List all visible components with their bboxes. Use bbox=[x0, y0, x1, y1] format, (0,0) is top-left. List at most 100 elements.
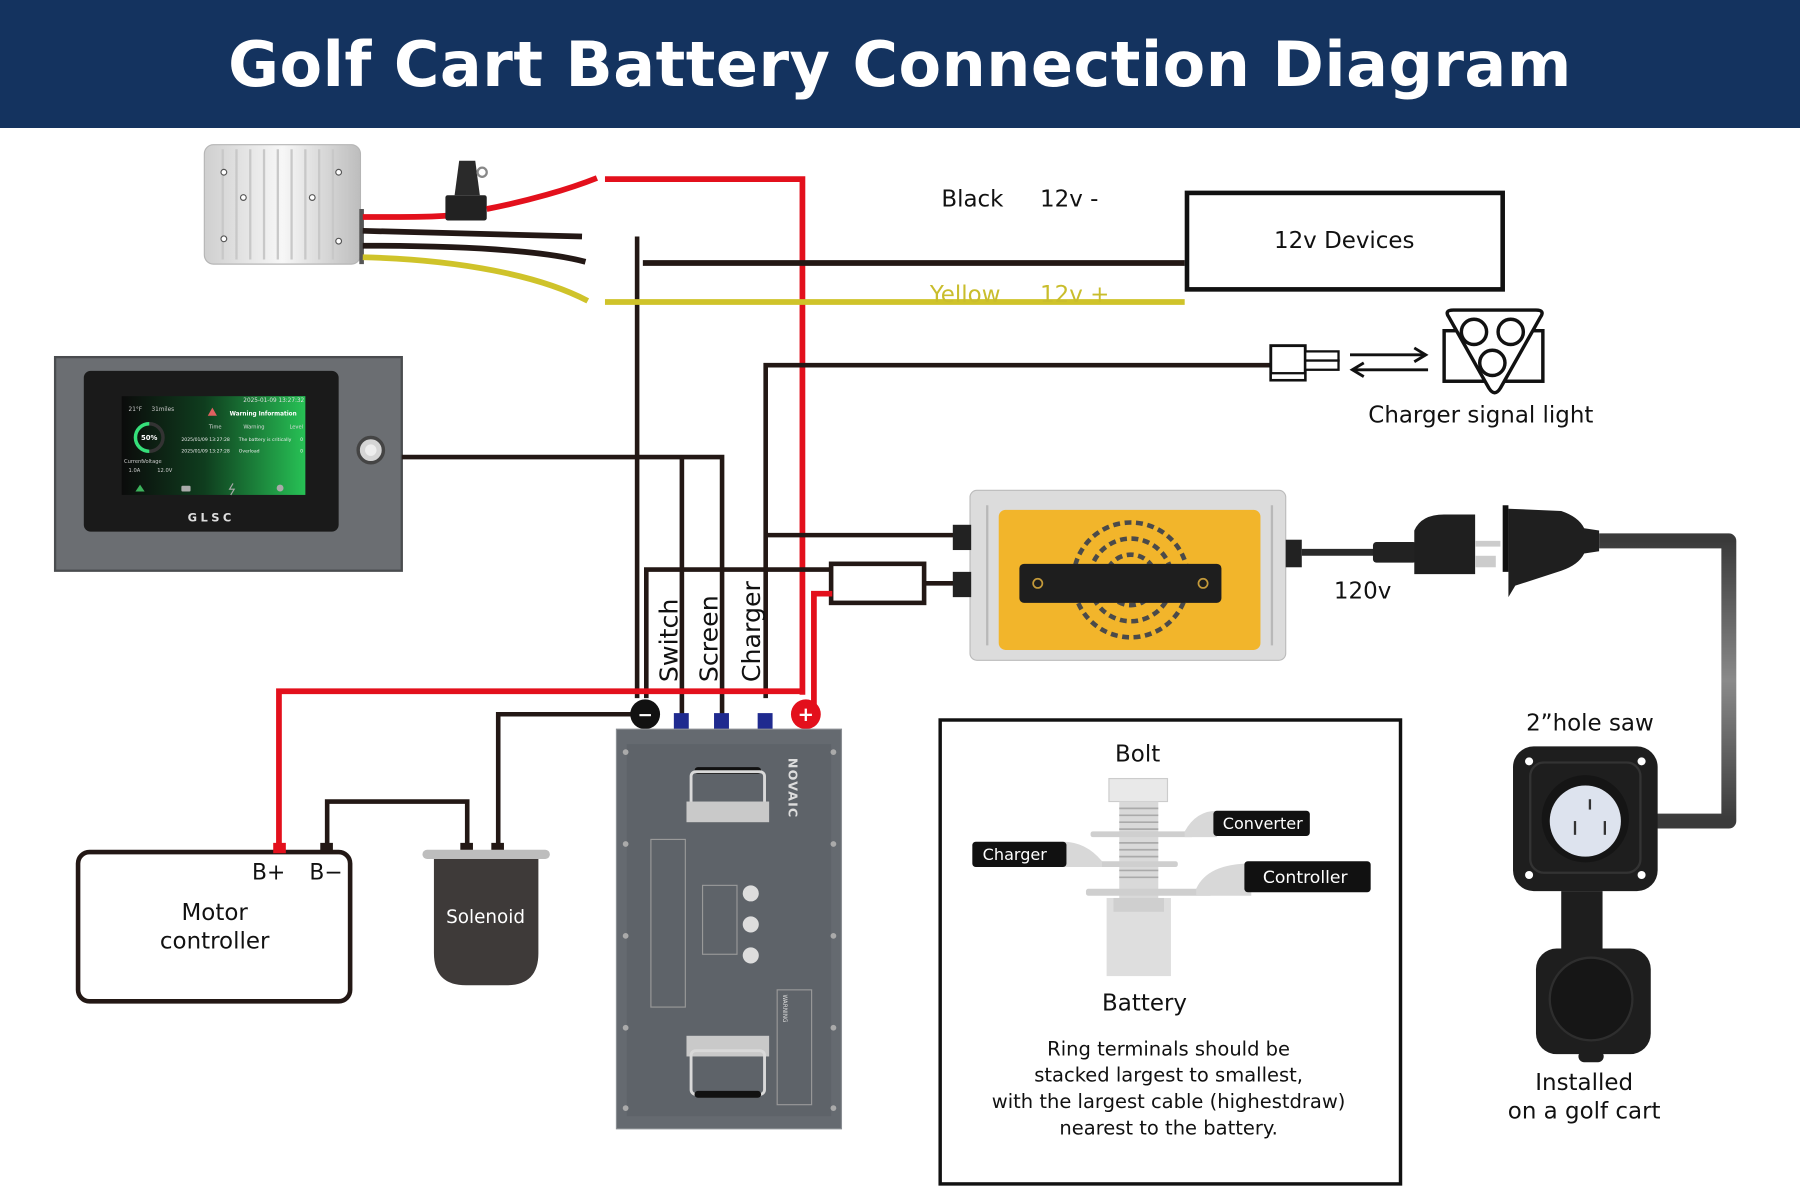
charger-port bbox=[757, 713, 773, 730]
battery-brand: NOVAIC bbox=[786, 758, 801, 818]
inlet-label-line2: on a golf cart bbox=[1508, 1098, 1661, 1124]
label-black-voltage: 12v - bbox=[1040, 187, 1098, 213]
charger-ac-port bbox=[1285, 539, 1302, 568]
screen-header-time: Time bbox=[208, 424, 222, 430]
screen-row-time: 2025/01/09 13:27:28 bbox=[181, 448, 229, 454]
screen-header-level: Level bbox=[289, 424, 303, 430]
ac-plug bbox=[1372, 514, 1501, 575]
bolt-label: Bolt bbox=[1115, 741, 1160, 767]
title-banner: Golf Cart Battery Connection Diagram bbox=[0, 0, 1800, 128]
charger-signal-light-icon bbox=[1442, 308, 1545, 395]
screen-current-value: 1.0A bbox=[129, 468, 141, 474]
screen-soc: 50% bbox=[141, 434, 158, 442]
wire-charger-negative bbox=[644, 567, 833, 699]
tag-controller: Controller bbox=[1263, 868, 1349, 888]
extension-receptacle bbox=[1502, 505, 1600, 598]
charger-fuse bbox=[828, 561, 927, 606]
converter-red-lead bbox=[362, 211, 460, 220]
bolt-illustration bbox=[1106, 777, 1171, 977]
battery-handle-top bbox=[686, 767, 770, 823]
negative-symbol: − bbox=[637, 705, 652, 726]
inlet-label-top: 2”hole saw bbox=[1526, 710, 1654, 736]
note-line: stacked largest to smallest, bbox=[1034, 1064, 1303, 1087]
motor-controller-label-1: Motor bbox=[182, 900, 249, 926]
inlet-cable bbox=[1599, 533, 1737, 829]
charging-inlet bbox=[1513, 746, 1658, 1063]
warning-icon bbox=[207, 407, 217, 416]
wire-screen bbox=[401, 454, 725, 718]
screen-row-level: 0 bbox=[300, 448, 303, 454]
wire-black-battery-solenoid bbox=[495, 711, 635, 850]
tag-converter: Converter bbox=[1223, 814, 1303, 833]
charger-voltage-label: 120v bbox=[1334, 578, 1391, 604]
label-yellow-voltage: 12v + bbox=[1040, 282, 1109, 308]
signal-connector-icon bbox=[1269, 344, 1340, 382]
battery-positive-terminal: + bbox=[790, 699, 821, 730]
charger-handle bbox=[1019, 563, 1222, 603]
tag-charger: Charger bbox=[983, 845, 1048, 864]
screen-row-level: 0 bbox=[300, 437, 303, 443]
note-line: Ring terminals should be bbox=[1047, 1037, 1290, 1060]
screen-datetime: 2025-01-09 13:27:32 bbox=[243, 398, 304, 404]
screen-voltage-label: Voltage bbox=[142, 459, 161, 465]
positive-symbol: + bbox=[798, 703, 814, 726]
screen-temperature: 21°F bbox=[129, 407, 142, 413]
ring-terminal-charger: Charger bbox=[972, 841, 1178, 867]
switch-port bbox=[673, 713, 689, 730]
wire-red-converter-positive bbox=[604, 176, 806, 695]
charger-signal-label: Charger signal light bbox=[1368, 403, 1593, 429]
ring-terminal-converter: Converter bbox=[1090, 810, 1310, 838]
dc-dc-converter bbox=[203, 144, 364, 265]
devices-12v-label: 12v Devices bbox=[1274, 228, 1415, 254]
note-line: nearest to the battery. bbox=[1059, 1117, 1277, 1140]
converter-black-lead-2 bbox=[362, 242, 587, 265]
lead-label-charger: Charger bbox=[737, 580, 766, 682]
screen-range: 31miles bbox=[152, 407, 175, 413]
solenoid: Solenoid bbox=[422, 842, 550, 986]
wire-charger-signal bbox=[763, 362, 1271, 699]
motor-controller-label-2: controller bbox=[160, 929, 270, 955]
battery-warning-label bbox=[776, 989, 813, 1106]
screen-brand: GLSC bbox=[188, 510, 235, 524]
screen-voltage-value: 12.0V bbox=[157, 468, 172, 474]
lead-label-screen: Screen bbox=[694, 595, 723, 682]
wire-red-motor-positive bbox=[276, 688, 803, 850]
screen-header-warning: Warning bbox=[243, 424, 264, 430]
soc-gauge bbox=[133, 422, 150, 454]
ring-terminal-controller: Controller bbox=[1085, 861, 1371, 896]
terminal-stacking-panel: Bolt Converter Charger Controller bbox=[938, 718, 1403, 1186]
converter-black-lead-1 bbox=[362, 227, 583, 240]
battery-negative-terminal: − bbox=[630, 699, 661, 730]
battery-warning-text: WARNING bbox=[781, 994, 787, 1022]
screen-row-time: 2025/01/09 13:27:28 bbox=[181, 437, 229, 443]
note-line: with the largest cable (highestdraw) bbox=[992, 1090, 1346, 1113]
screen-row-warning: Overload bbox=[239, 448, 260, 454]
converter-yellow-lead bbox=[362, 254, 590, 304]
charger-dc-port-1 bbox=[952, 524, 972, 551]
solenoid-label: Solenoid bbox=[446, 907, 525, 928]
screen-row-warning: The battery is critically bbox=[238, 437, 292, 443]
bolt-tab-icon bbox=[228, 483, 236, 496]
inlet-label-line1: Installed bbox=[1535, 1070, 1633, 1096]
battery-tab-icon bbox=[181, 485, 191, 492]
battery-charger bbox=[952, 489, 1302, 661]
page-title: Golf Cart Battery Connection Diagram bbox=[228, 27, 1572, 101]
battery-monitor-screen: 2025-01-09 13:27:32 21°F 31miles 50% Cur… bbox=[53, 355, 403, 572]
home-tab-icon bbox=[135, 484, 145, 492]
charger-dc-port-2 bbox=[952, 571, 972, 598]
lithium-battery: NOVAIC WARNING bbox=[615, 728, 843, 1130]
lead-label-switch: Switch bbox=[654, 599, 683, 682]
screen-warning-title: Warning Information bbox=[230, 412, 297, 418]
settings-tab-icon bbox=[276, 484, 284, 492]
wire-black-solenoid-motor bbox=[324, 799, 470, 850]
inlet-socket-face bbox=[1549, 785, 1621, 857]
bidirectional-arrows-icon bbox=[1349, 346, 1429, 378]
devices-12v-box: 12v Devices bbox=[1184, 190, 1505, 292]
terminal-b-minus: B− bbox=[309, 861, 342, 886]
inline-fuse-holder bbox=[445, 160, 488, 221]
motor-controller: B+ B− Motor controller bbox=[75, 842, 353, 1004]
label-yellow: Yellow bbox=[929, 282, 1001, 308]
battery-handle-bottom bbox=[686, 1035, 770, 1098]
screen-port bbox=[714, 713, 729, 730]
